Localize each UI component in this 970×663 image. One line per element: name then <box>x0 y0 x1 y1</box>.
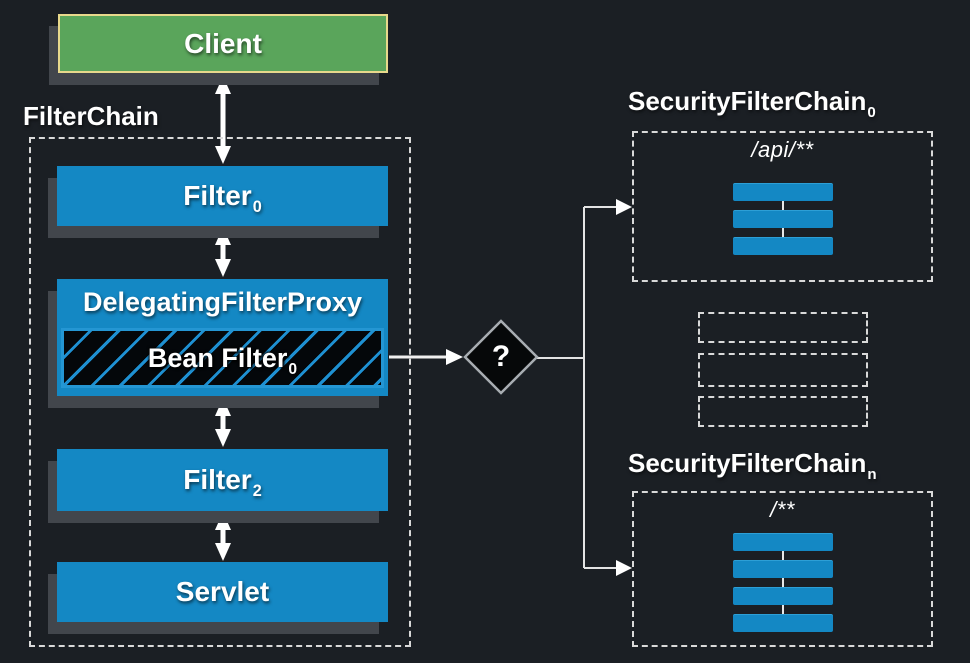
placeholder-chain-box <box>698 396 868 427</box>
url-pattern-root: /** <box>770 497 795 522</box>
arrowhead-to-sfc0 <box>616 199 632 215</box>
placeholder-chain-box <box>698 312 868 343</box>
securityfilterchainN-box: /** <box>632 491 933 647</box>
client-label: Client <box>184 27 262 59</box>
filterchain-title: FilterChain <box>23 101 159 131</box>
filter2-subscript: 2 <box>252 482 262 501</box>
securityfilterchain0-subscript: 0 <box>867 103 876 121</box>
filter0-label: Filter0 <box>183 180 262 215</box>
security-filter-bar <box>732 614 833 632</box>
security-filter-bar <box>732 560 833 578</box>
securityfilterchainN-title: SecurityFilterChainn <box>628 448 877 482</box>
branch-lines <box>537 206 618 569</box>
bean-filter-box: Bean Filter0 <box>61 328 384 388</box>
client-box: Client <box>58 14 388 73</box>
security-filter-bar <box>732 183 833 201</box>
filter2-box: Filter2 <box>57 449 388 511</box>
bean-filter-name: Bean Filter <box>147 342 288 373</box>
bean-filter-label: Bean Filter0 <box>147 342 297 377</box>
securityfilterchain0-bars <box>732 183 833 255</box>
filter2-label: Filter2 <box>183 464 262 499</box>
decision-question-mark: ? <box>491 340 511 373</box>
bar-connector <box>781 228 784 237</box>
security-filter-bar <box>732 587 833 605</box>
bar-connector <box>781 551 784 560</box>
bar-connector <box>781 578 784 587</box>
delegating-filter-proxy-title: DelegatingFilterProxy <box>82 287 363 317</box>
bean-filter-subscript: 0 <box>288 360 298 378</box>
securityfilterchainN-bars <box>732 533 833 632</box>
arrowhead-to-sfcn <box>616 560 632 576</box>
securityfilterchain0-title: SecurityFilterChain0 <box>628 86 876 120</box>
delegating-filter-proxy-box: DelegatingFilterProxy Bean Filter0 <box>57 279 388 396</box>
bar-connector <box>781 201 784 210</box>
filter0-name: Filter <box>183 180 252 211</box>
bar-connector <box>781 605 784 614</box>
url-pattern-api: /api/** <box>751 137 814 162</box>
securityfilterchain0-box: /api/** <box>632 131 933 282</box>
filter0-box: Filter0 <box>57 166 388 226</box>
security-filter-bar <box>732 237 833 255</box>
servlet-box: Servlet <box>57 562 388 622</box>
placeholder-chain-box <box>698 353 868 387</box>
filter0-subscript: 0 <box>252 198 262 217</box>
securityfilterchainN-subscript: n <box>867 465 877 483</box>
security-filter-bar <box>732 210 833 228</box>
securityfilterchain0-name: SecurityFilterChain <box>628 86 867 116</box>
securityfilterchainN-name: SecurityFilterChain <box>628 448 867 478</box>
filter2-name: Filter <box>183 464 252 495</box>
filterchain-container <box>29 137 411 647</box>
security-filter-bar <box>732 533 833 551</box>
servlet-label: Servlet <box>175 576 270 607</box>
